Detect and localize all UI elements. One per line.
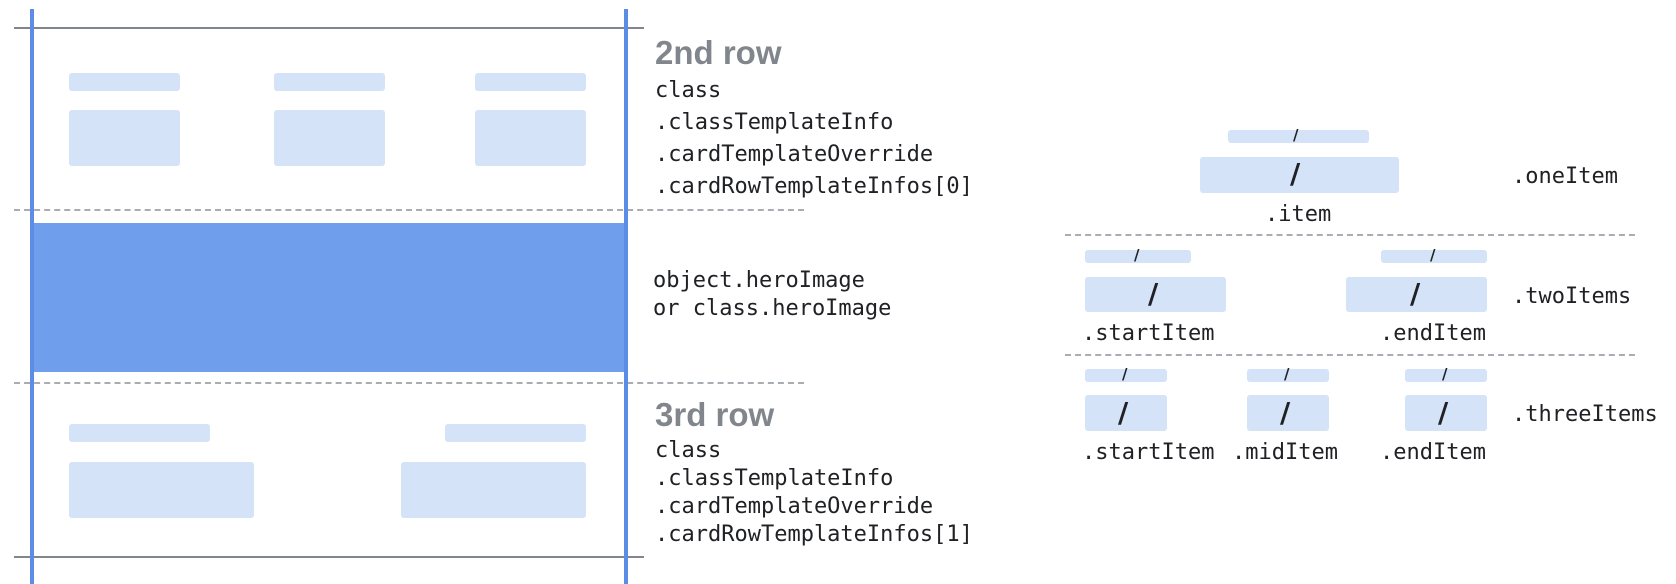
end-item-title-slash: / — [1430, 246, 1436, 264]
row2-item1-title-placeholder — [69, 73, 180, 91]
row2-item3-title-placeholder — [475, 73, 586, 91]
item-title-placeholder — [1228, 130, 1369, 143]
row2-item2-value-placeholder — [274, 110, 385, 166]
row2-code-path: class .classTemplateInfo .cardTemplateOv… — [655, 75, 973, 203]
row3-code-line: .cardTemplateOverride — [655, 494, 934, 519]
start-item-value-slash: / — [1148, 277, 1159, 310]
end-item-title-slash: / — [1442, 365, 1448, 383]
row3-code-path: class .classTemplateInfo .cardTemplateOv… — [655, 437, 973, 549]
start-item-title-placeholder — [1085, 250, 1191, 263]
hero-image-label: object.heroImage or class.heroImage — [653, 267, 891, 323]
end-item-value-slash: / — [1410, 277, 1421, 310]
hero-label-line: or class.heroImage — [653, 296, 892, 321]
row2-code-line: .cardRowTemplateInfos[0] — [655, 174, 973, 199]
end-item-title-placeholder — [1381, 250, 1487, 263]
row3-code-line: .cardRowTemplateInfos[1] — [655, 522, 973, 547]
mid-item-title-slash: / — [1284, 365, 1290, 383]
end-item-label: .endItem — [1380, 440, 1486, 465]
item-title-slash: / — [1293, 126, 1299, 144]
start-item-title-slash: / — [1122, 365, 1128, 383]
bottom-border-line — [14, 556, 644, 558]
mid-item-title-placeholder — [1247, 369, 1329, 382]
row2-item3-value-placeholder — [475, 110, 586, 166]
start-item-label: .startItem — [1082, 321, 1215, 346]
row3-item1-title-placeholder — [69, 424, 210, 442]
row2-item2-title-placeholder — [274, 73, 385, 91]
hero-label-line: object.heroImage — [653, 268, 865, 293]
start-item-title-slash: / — [1134, 246, 1140, 264]
row2-code-line: .classTemplateInfo — [655, 110, 894, 135]
mid-item-value-slash: / — [1280, 396, 1291, 429]
item-value-placeholder — [1200, 157, 1399, 193]
mid-item-value-placeholder — [1247, 395, 1329, 431]
row2-heading: 2nd row — [655, 34, 782, 71]
card-left-edge-line — [30, 9, 34, 584]
row2-code-line: .cardTemplateOverride — [655, 142, 934, 167]
row2-item1-value-placeholder — [69, 110, 180, 166]
start-item-value-placeholder — [1085, 277, 1226, 312]
start-item-label: .startItem — [1082, 440, 1215, 465]
item-label: .item — [1265, 202, 1332, 227]
end-item-title-placeholder — [1405, 369, 1487, 382]
row-separator-top — [14, 209, 804, 211]
mid-item-label: .midItem — [1232, 440, 1338, 465]
row3-code-line: class — [655, 438, 722, 463]
end-item-label: .endItem — [1380, 321, 1486, 346]
one-items-row-label: .oneItem — [1512, 164, 1618, 189]
two-items-row-label: .twoItems — [1512, 284, 1632, 309]
row3-item2-value-placeholder — [401, 462, 586, 518]
card-right-edge-line — [624, 9, 628, 584]
end-item-value-placeholder — [1346, 277, 1487, 312]
row3-item2-title-placeholder — [445, 424, 586, 442]
row3-item1-value-placeholder — [69, 462, 254, 518]
item-value-slash: / — [1290, 157, 1301, 190]
start-item-value-slash: / — [1118, 396, 1129, 429]
end-item-value-placeholder — [1405, 395, 1487, 431]
three-items-row-label: .threeItems — [1512, 402, 1658, 427]
top-border-line — [14, 27, 644, 29]
start-item-title-placeholder — [1085, 369, 1167, 382]
row-separator-bottom — [14, 382, 804, 384]
layout-separator-2 — [1065, 354, 1635, 356]
start-item-value-placeholder — [1085, 395, 1167, 431]
row2-code-line: class — [655, 78, 722, 103]
row3-code-line: .classTemplateInfo — [655, 466, 894, 491]
end-item-value-slash: / — [1438, 396, 1449, 429]
row3-heading: 3rd row — [655, 396, 775, 433]
hero-image-band — [32, 223, 626, 372]
layout-separator-1 — [1065, 234, 1635, 236]
